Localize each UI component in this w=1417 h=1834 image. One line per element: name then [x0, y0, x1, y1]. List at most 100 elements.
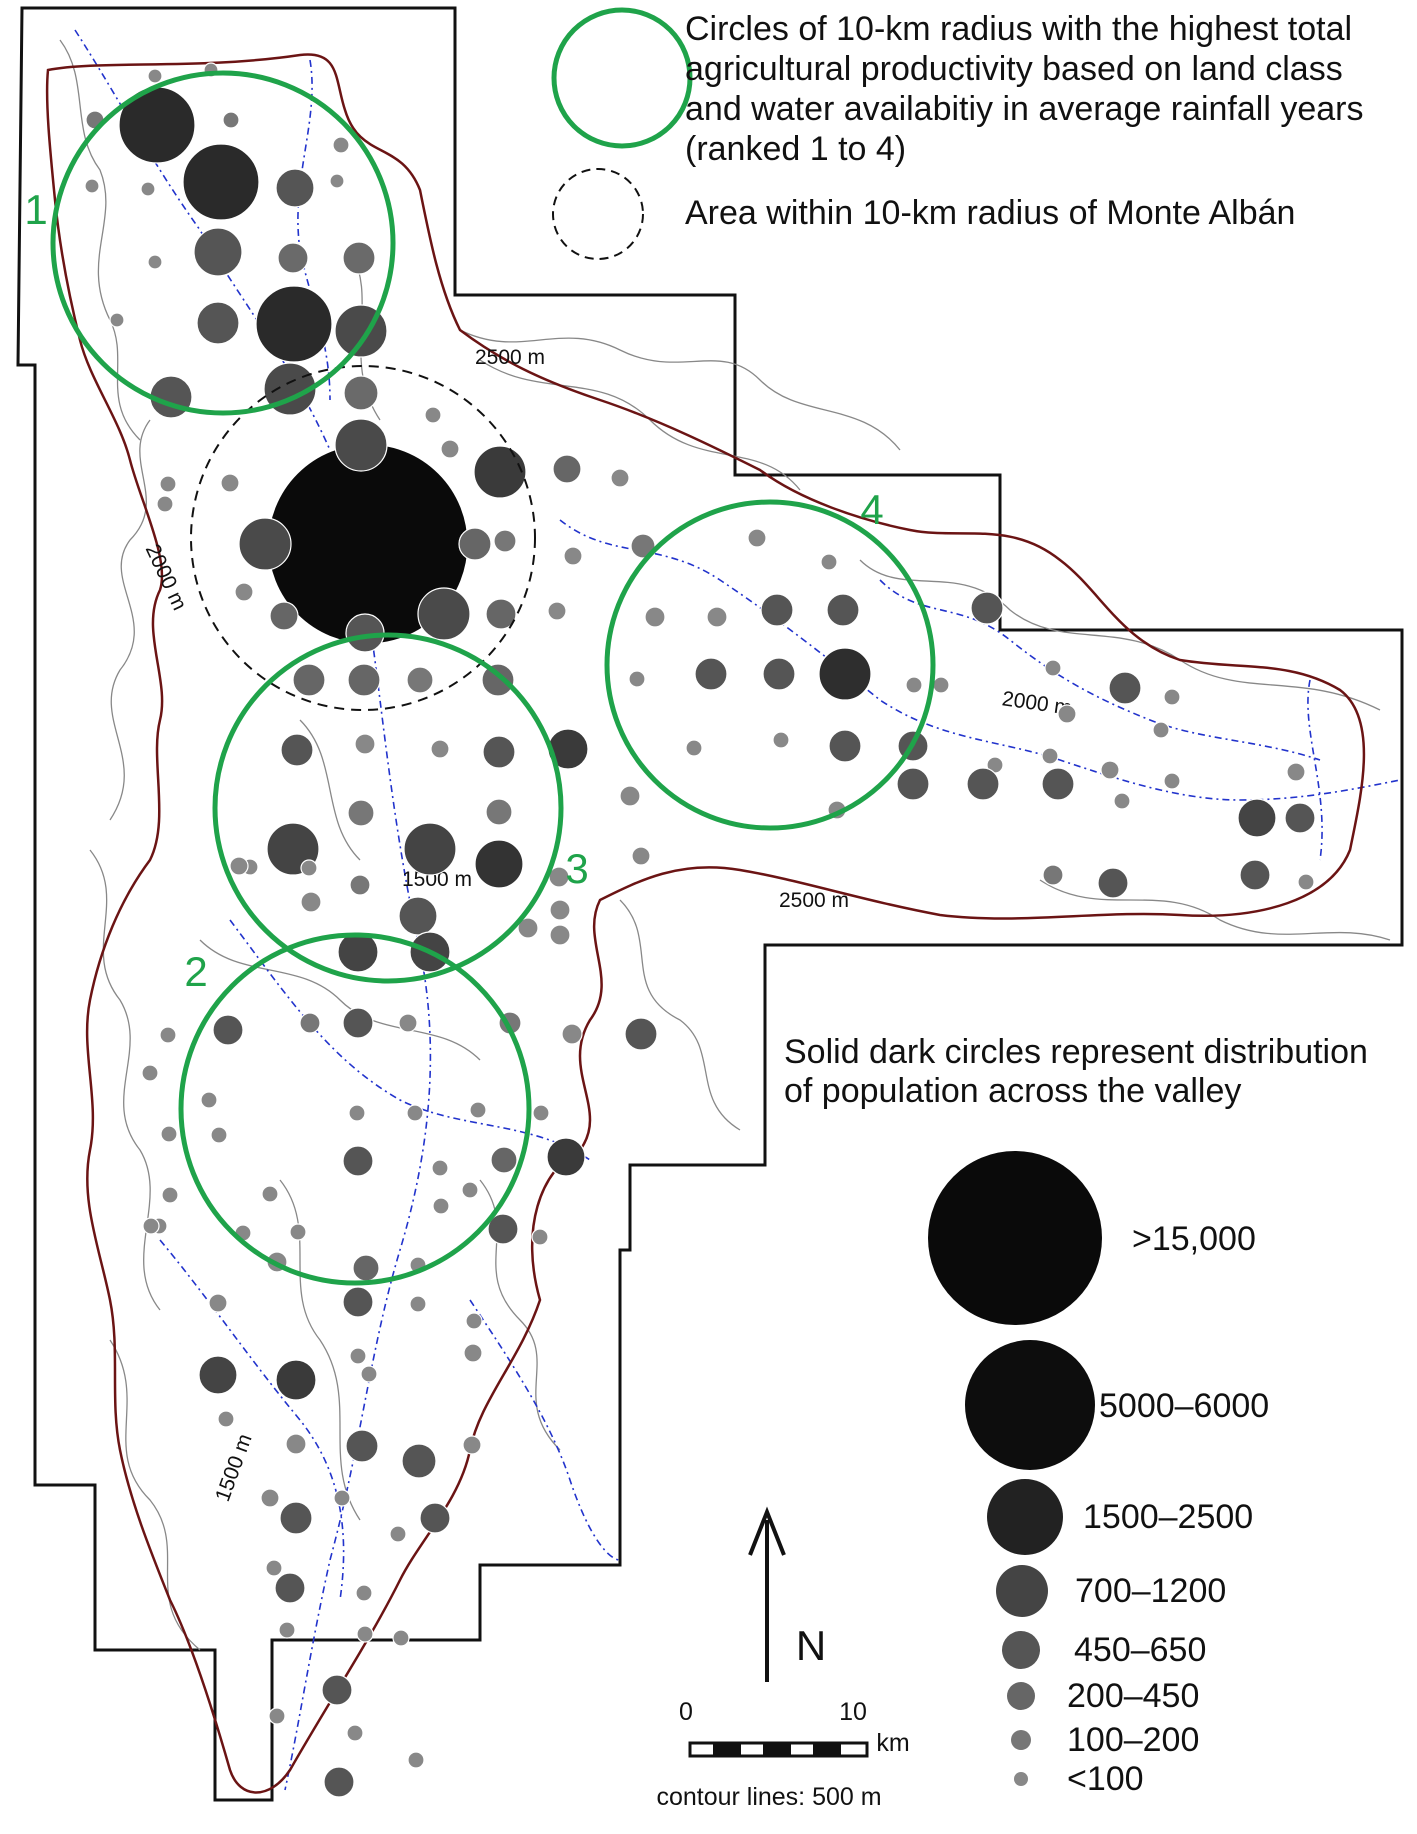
site-circle: [1100, 760, 1120, 780]
site-circle: [1286, 762, 1306, 782]
scale-end: 10: [839, 1698, 867, 1726]
site-circle: [398, 896, 438, 936]
site-circle: [141, 1064, 159, 1082]
site-circle: [403, 822, 457, 876]
site-circle: [1097, 867, 1129, 899]
site-circle: [255, 285, 333, 363]
legend-class-circle: [1011, 1730, 1031, 1750]
site-circle: [406, 1104, 424, 1122]
legend-productivity-line-2: agricultural productivity based on land …: [685, 50, 1343, 88]
legend-productivity-line-4: (ranked 1 to 4): [685, 130, 906, 168]
site-circle: [196, 301, 240, 345]
study-area-outline: [16, 6, 1404, 1802]
site-circle: [970, 591, 1004, 625]
site-circle: [147, 254, 163, 270]
productivity-circle-4: [604, 499, 936, 831]
legend-class-label-5: 450–650: [1074, 1631, 1206, 1669]
site-circle: [343, 375, 379, 411]
site-circle: [430, 739, 450, 759]
site-circle: [905, 676, 923, 694]
site-circle: [531, 1228, 549, 1246]
site-circle: [349, 874, 371, 896]
legend-monte-alban-label: Area within 10-km radius of Monte Albán: [685, 194, 1295, 232]
site-circle: [392, 1629, 410, 1647]
site-circle: [487, 1213, 519, 1245]
site-circle: [406, 666, 434, 694]
legend-class-label-1: >15,000: [1132, 1220, 1256, 1258]
site-circle: [200, 1091, 218, 1109]
site-circle: [217, 1410, 235, 1428]
site-circle: [332, 136, 350, 154]
site-circle: [220, 473, 240, 493]
legend-class-label-8: <100: [1067, 1760, 1144, 1798]
site-circle: [234, 582, 254, 602]
site-circle: [760, 593, 794, 627]
site-circle: [300, 859, 318, 877]
site-circle: [334, 418, 388, 472]
site-circle: [619, 785, 641, 807]
productivity-circle-1: [50, 70, 396, 416]
site-circle: [1297, 873, 1315, 891]
productivity-rank-1: 1: [24, 186, 47, 233]
legend-class-label-6: 200–450: [1067, 1677, 1199, 1715]
contour-note: contour lines: 500 m: [656, 1783, 881, 1811]
site-circle: [820, 553, 838, 571]
site-circle: [345, 1429, 379, 1463]
site-circle: [156, 495, 174, 513]
site-circle: [772, 731, 790, 749]
site-circle: [628, 670, 646, 688]
site-circle: [275, 1359, 317, 1401]
monte-alban-radius-circle: [190, 365, 536, 711]
site-circle: [1163, 688, 1181, 706]
population-legend-symbols: [928, 1151, 1102, 1786]
site-circle: [440, 439, 460, 459]
site-circle: [348, 1104, 366, 1122]
site-circle: [465, 1312, 483, 1330]
legend-green-circle-symbol: [551, 7, 693, 149]
site-circle: [268, 1707, 286, 1725]
scale-bar: [688, 1741, 869, 1758]
site-circle: [485, 798, 513, 826]
site-circle: [966, 767, 1000, 801]
site-circle: [549, 899, 571, 921]
legend-productivity-line-1: Circles of 10-km radius with the highest…: [685, 10, 1352, 48]
site-circle: [485, 598, 517, 630]
site-circle: [561, 1023, 583, 1045]
productivity-circle-3: [212, 632, 564, 984]
site-circle: [401, 1443, 437, 1479]
site-circle: [1152, 721, 1170, 739]
site-circle: [342, 1007, 374, 1039]
site-circle: [1042, 864, 1064, 886]
population-sites: [84, 62, 1316, 1798]
site-circle: [269, 601, 299, 631]
site-circle: [826, 593, 860, 627]
site-circle: [706, 606, 728, 628]
site-circle: [482, 735, 516, 769]
site-circle: [356, 1625, 374, 1643]
legend-class-label-3: 1500–2500: [1083, 1498, 1253, 1536]
site-circle: [747, 528, 767, 548]
site-circle: [321, 1674, 353, 1706]
site-circle: [1237, 798, 1277, 838]
site-circle: [354, 733, 376, 755]
site-circle: [762, 657, 796, 691]
site-circle: [932, 676, 950, 694]
legend-class-circle: [987, 1479, 1063, 1555]
site-circle: [461, 1181, 479, 1199]
site-circle: [285, 1433, 307, 1455]
site-circle: [474, 839, 524, 889]
legend-class-label-7: 100–200: [1067, 1721, 1199, 1759]
site-circle: [210, 1126, 228, 1144]
legend-population-line-1: Solid dark circles represent distributio…: [784, 1033, 1368, 1071]
site-circle: [469, 1101, 487, 1119]
site-circle: [631, 846, 651, 866]
site-circle: [896, 767, 930, 801]
site-circle: [546, 1137, 586, 1177]
site-circle: [389, 1525, 407, 1543]
site-circle: [644, 606, 666, 628]
site-circle: [463, 1343, 483, 1363]
site-circle: [828, 729, 862, 763]
legend-class-circle: [996, 1565, 1048, 1617]
scale-unit: km: [876, 1729, 909, 1757]
site-circle: [1044, 659, 1062, 677]
